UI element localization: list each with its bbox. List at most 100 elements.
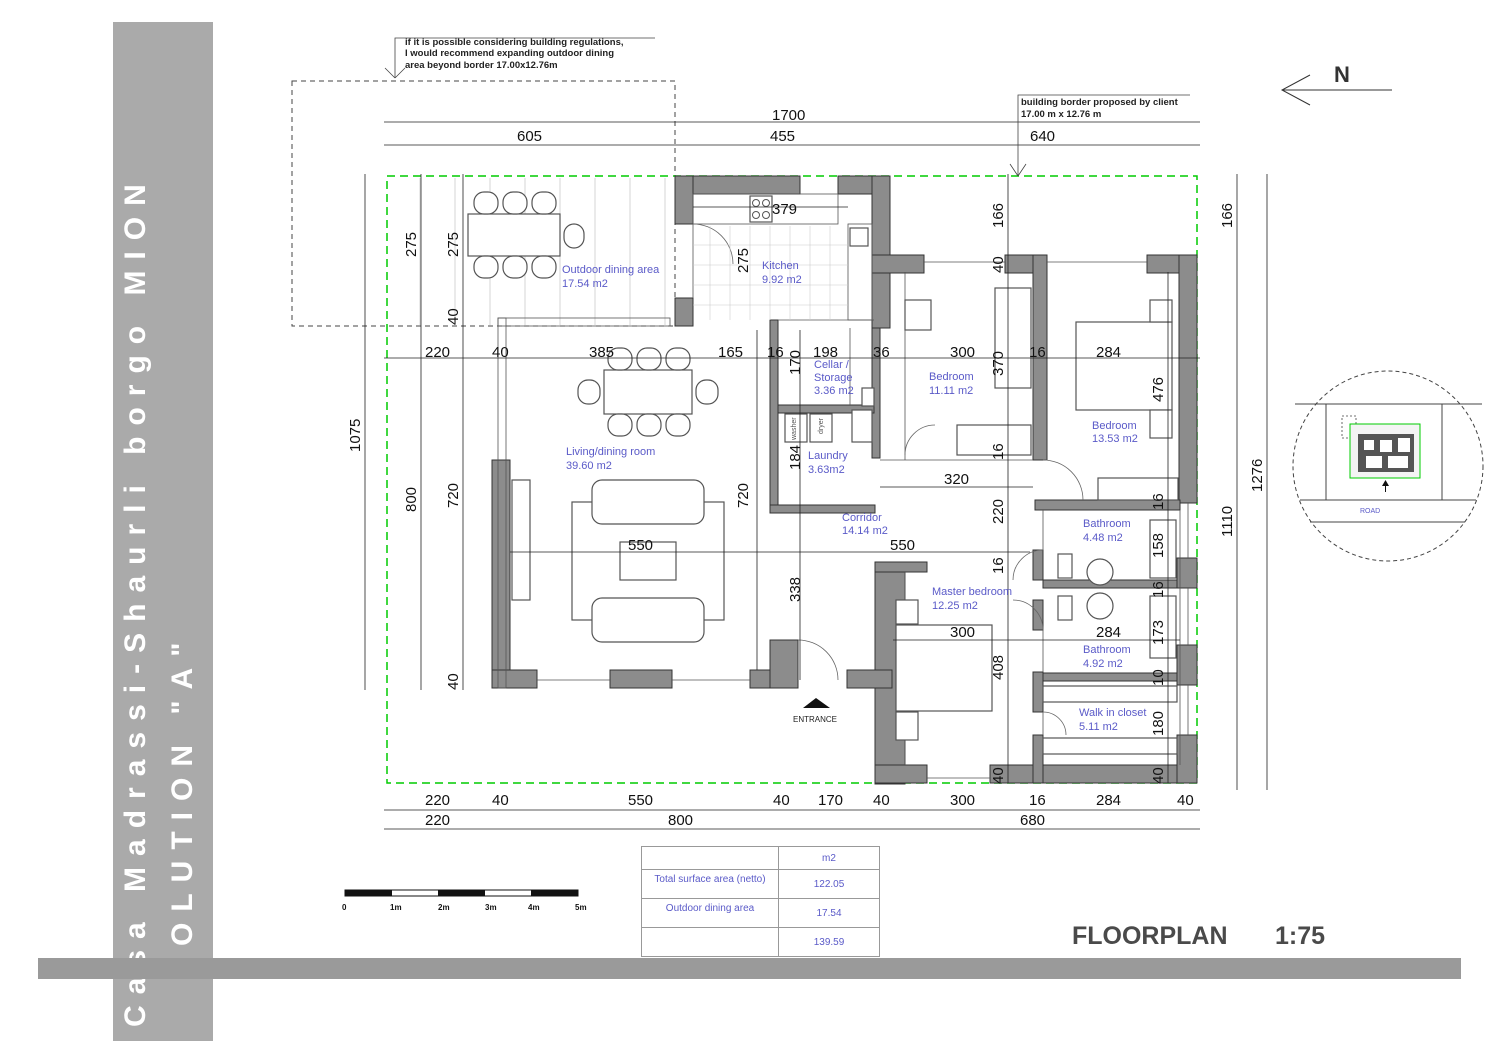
dim-v170: 170 <box>787 350 804 375</box>
dim-h: 165 <box>718 344 743 361</box>
dim-b2: 800 <box>668 812 693 829</box>
dim-v40c: 40 <box>1150 767 1167 784</box>
bathroom-fixtures <box>1057 519 1177 659</box>
dim-kitchen-h: 275 <box>735 248 752 273</box>
table-value: 122.05 <box>778 869 880 899</box>
laundry-appliances <box>784 387 875 443</box>
plan-title: FLOORPLAN <box>1072 922 1228 950</box>
room-living-area: 39.60 m2 <box>566 460 612 472</box>
scale-tick: 1m <box>390 903 402 912</box>
kitchen-counter <box>749 195 869 247</box>
dim-v40b: 40 <box>990 767 1007 784</box>
area-table: m2 Total surface area (netto) 122.05 Out… <box>641 846 880 957</box>
dim-right-1276: 1276 <box>1249 459 1266 492</box>
room-laundry-area: 3.63m2 <box>808 464 845 476</box>
dim-v16c: 16 <box>1150 493 1167 510</box>
room-corridor-area: 14.14 m2 <box>842 525 888 537</box>
dim-top-c: 640 <box>1030 128 1055 145</box>
scale-tick: 5m <box>575 903 587 912</box>
bed-1 <box>1075 299 1179 501</box>
walls <box>491 175 1198 785</box>
room-laundry-name: Laundry <box>808 450 848 462</box>
dim-living-h1: 720 <box>445 483 462 508</box>
dim-h: 16 <box>1029 344 1046 361</box>
note-border-line: 17.00 m x 12.76 m <box>1021 109 1101 120</box>
room-kitchen-area: 9.92 m2 <box>762 274 802 286</box>
note-outdoor-line: area beyond border 17.00x12.76m <box>405 60 558 71</box>
bottom-band <box>38 958 1461 979</box>
dim-v370: 370 <box>990 351 1007 376</box>
dim-left-800: 800 <box>403 487 420 512</box>
note-outdoor: if it is possible considering building r… <box>384 37 655 79</box>
dim-top-a: 605 <box>517 128 542 145</box>
dimension-lines <box>364 121 1268 830</box>
dim-b1: 40 <box>873 792 890 809</box>
room-bath1-name: Bathroom <box>1083 518 1131 530</box>
room-bedroom1-name: Bedroom <box>929 371 974 383</box>
dim-b2: 220 <box>425 812 450 829</box>
tv-unit <box>511 479 531 601</box>
door-swings <box>692 223 1084 736</box>
dim-outdoor-h: 275 <box>445 232 462 257</box>
scale-tick: 3m <box>485 903 497 912</box>
master-bed <box>895 599 993 741</box>
dim-bath2-w: 284 <box>1096 624 1121 641</box>
dim-h: 16 <box>767 344 784 361</box>
note-outdoor-line: if it is possible considering building r… <box>405 37 624 48</box>
room-master-name: Master bedroom <box>932 586 1012 598</box>
closet-rails <box>1042 685 1178 755</box>
room-labels: Outdoor dining area 17.54 m2 Kitchen 9.9… <box>562 260 1146 733</box>
dim-v408: 408 <box>990 655 1007 680</box>
dim-left-40b: 40 <box>445 673 462 690</box>
scale-tick: 4m <box>528 903 540 912</box>
dim-b1: 40 <box>773 792 790 809</box>
dim-corridor-w: 550 <box>890 537 915 554</box>
dim-top-b: 455 <box>770 128 795 145</box>
dim-left-total: 1075 <box>347 419 364 452</box>
room-bedroom2-name: Bedroom <box>1092 420 1137 432</box>
outdoor-table <box>467 191 585 279</box>
dim-b1: 284 <box>1096 792 1121 809</box>
dim-b1: 16 <box>1029 792 1046 809</box>
dim-h: 300 <box>950 344 975 361</box>
dim-v220: 220 <box>990 499 1007 524</box>
dim-h: 36 <box>873 344 890 361</box>
dim-corr-320: 320 <box>944 471 969 488</box>
dim-v180: 180 <box>1150 711 1167 736</box>
room-cellar-name2: Storage <box>814 372 853 384</box>
dim-v10: 10 <box>1150 669 1167 686</box>
room-walkin-area: 5.11 m2 <box>1079 721 1118 733</box>
dim-h: 198 <box>813 344 838 361</box>
room-bath1-area: 4.48 m2 <box>1083 532 1123 544</box>
dim-h: 40 <box>492 344 509 361</box>
dim-h: 284 <box>1096 344 1121 361</box>
dim-v40: 40 <box>990 256 1007 273</box>
room-outdoor-name: Outdoor dining area <box>562 264 660 276</box>
dim-v338: 338 <box>787 577 804 602</box>
dim-v16a: 16 <box>990 443 1007 460</box>
north-arrow-icon: N <box>1280 62 1392 106</box>
entrance-arrow-icon <box>803 698 830 708</box>
room-master-area: 12.25 m2 <box>932 600 978 612</box>
dim-v16d: 16 <box>1150 581 1167 598</box>
dryer-label: dryer <box>818 417 825 434</box>
dim-right-166: 166 <box>1219 203 1236 228</box>
dim-right-1110: 1110 <box>1219 506 1236 537</box>
dim-b1: 40 <box>492 792 509 809</box>
dim-b1: 220 <box>425 792 450 809</box>
table-row: Outdoor dining area 17.54 <box>641 898 880 928</box>
dim-v158: 158 <box>1150 533 1167 558</box>
dim-b2: 680 <box>1020 812 1045 829</box>
note-border: building border proposed by client 17.00… <box>1009 94 1190 177</box>
title-band <box>113 22 213 1041</box>
dim-living-w: 550 <box>628 537 653 554</box>
table-value: 17.54 <box>778 898 880 928</box>
room-bedroom1-area: 11.11 m2 <box>929 385 973 397</box>
dim-v476: 476 <box>1150 377 1167 402</box>
dim-v166: 166 <box>990 203 1007 228</box>
room-kitchen-name: Kitchen <box>762 260 799 272</box>
dim-v16b: 16 <box>990 557 1007 574</box>
dim-b1: 40 <box>1177 792 1194 809</box>
dim-top-total: 1700 <box>772 107 805 124</box>
